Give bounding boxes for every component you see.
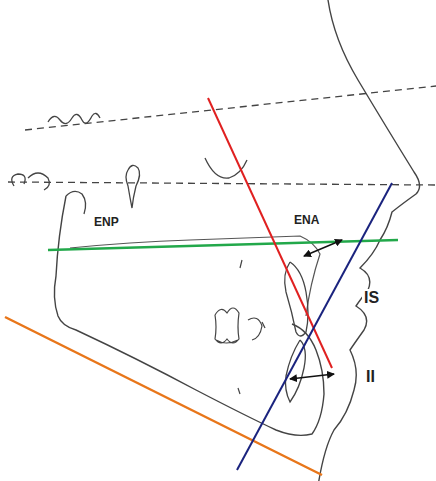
landmark-label: II	[364, 368, 377, 386]
porion	[12, 173, 50, 190]
mandibular-plane	[5, 317, 322, 475]
angle-arrow	[290, 374, 334, 379]
landmark-label: ENA	[292, 214, 321, 227]
landmark-label: IS	[362, 289, 381, 307]
pterygomaxillary-fissure	[126, 165, 140, 208]
palatal-plane	[48, 240, 398, 250]
sella-outline	[48, 113, 100, 123]
landmark-label: ENP	[92, 216, 121, 229]
frankfort-line	[8, 182, 436, 185]
premolar	[248, 318, 262, 340]
mandible-outline	[54, 196, 324, 435]
lower-incisor-axis	[237, 183, 392, 470]
angle-arrow	[304, 240, 342, 256]
molars	[215, 308, 239, 343]
condyle	[66, 191, 86, 214]
